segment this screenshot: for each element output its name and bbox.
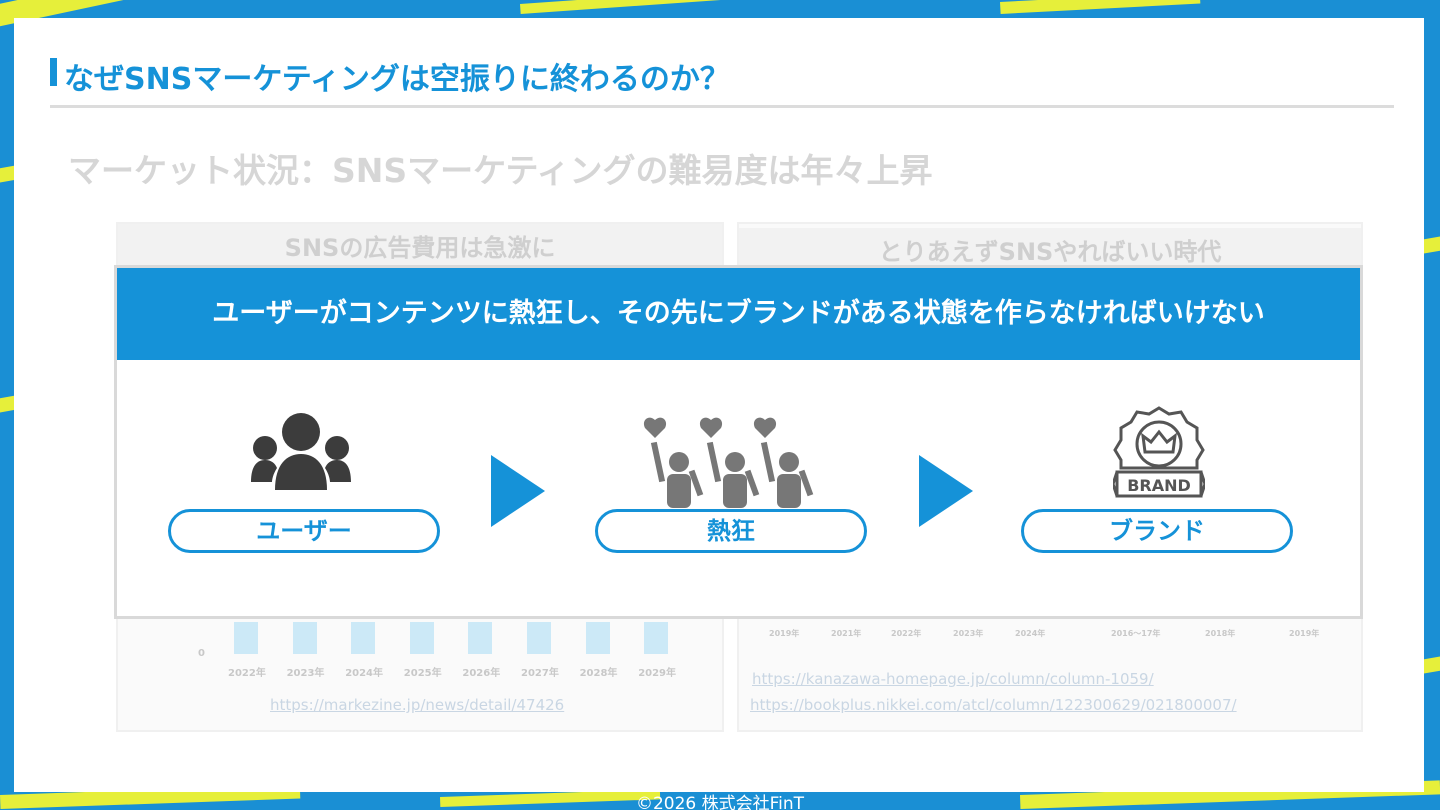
ad-spend-bar bbox=[585, 622, 610, 654]
ad-spend-year-label: 2026年 bbox=[462, 668, 501, 679]
ad-spend-year-label: 2028年 bbox=[579, 668, 618, 679]
sns-era-year-label: 2019年 bbox=[1289, 629, 1320, 638]
title-accent bbox=[50, 58, 57, 86]
sns-era-source-link-1[interactable]: https://kanazawa-homepage.jp/column/colu… bbox=[752, 670, 1154, 688]
arrow-right-icon bbox=[919, 455, 973, 527]
ad-spend-bar bbox=[292, 622, 317, 654]
sns-era-year-label: 2024年 bbox=[1015, 629, 1046, 638]
step-users-pill: ユーザー bbox=[168, 509, 440, 553]
ad-spend-year-label: 2024年 bbox=[345, 668, 384, 679]
decor-stripe bbox=[520, 0, 761, 14]
ad-spend-bar bbox=[527, 622, 551, 654]
step-brand-pill: ブランド bbox=[1021, 509, 1293, 553]
sns-era-year-label: 2018年 bbox=[1205, 629, 1236, 638]
brand-journey-overlay: ユーザーがコンテンツに熱狂し、その先にブランドがある状態を作らなければいけない … bbox=[114, 265, 1363, 619]
ad-spend-year-label: 2027年 bbox=[521, 668, 559, 679]
sns-era-panel-heading: とりあえずSNSやればいい時代 bbox=[739, 228, 1361, 272]
copyright-footer: ©2026 株式会社FinT bbox=[635, 794, 805, 810]
slide-subtitle: マーケット状況：SNSマーケティングの難易度は年々上昇 bbox=[68, 151, 933, 190]
sns-era-year-label: 2021年 bbox=[831, 629, 862, 638]
sns-era-year-label: 2022年 bbox=[891, 629, 922, 638]
brand-badge-icon: BRAND bbox=[1113, 406, 1205, 498]
ad-spend-source-link[interactable]: https://markezine.jp/news/detail/47426 bbox=[270, 696, 565, 714]
title-divider bbox=[50, 105, 1394, 108]
sns-era-year-label: 2023年 bbox=[953, 629, 984, 638]
ad-spend-year-label: 2029年 bbox=[638, 668, 677, 679]
decor-stripe bbox=[1000, 0, 1201, 14]
ad-spend-bar bbox=[644, 622, 669, 654]
slide-title: なぜSNSマーケティングは空振りに終わるのか？ bbox=[64, 62, 730, 97]
y-axis-zero-label: 0 bbox=[198, 648, 205, 659]
ad-spend-bar bbox=[234, 622, 258, 654]
ad-spend-year-label: 2025年 bbox=[403, 668, 442, 679]
users-group-icon bbox=[251, 413, 351, 490]
sns-era-year-label: 2019年 bbox=[769, 629, 800, 638]
ad-spend-bar bbox=[409, 622, 434, 654]
ad-spend-panel-heading: SNSの広告費用は急激に bbox=[118, 224, 722, 268]
ad-spend-year-label: 2023年 bbox=[286, 668, 325, 679]
overlay-heading: ユーザーがコンテンツに熱狂し、その先にブランドがある状態を作らなければいけない bbox=[117, 268, 1360, 360]
brand-badge-text: BRAND bbox=[1127, 476, 1191, 495]
sns-era-source-link-2[interactable]: https://bookplus.nikkei.com/atcl/column/… bbox=[750, 696, 1237, 714]
ad-spend-year-label: 2022年 bbox=[228, 668, 266, 679]
cheering-fans-icon bbox=[643, 417, 814, 508]
ad-spend-bar bbox=[468, 622, 493, 654]
step-enthusiasm-pill: 熱狂 bbox=[595, 509, 867, 553]
ad-spend-bar bbox=[351, 622, 376, 654]
arrow-right-icon bbox=[491, 455, 545, 527]
sns-era-year-label: 2016〜17年 bbox=[1111, 629, 1161, 638]
